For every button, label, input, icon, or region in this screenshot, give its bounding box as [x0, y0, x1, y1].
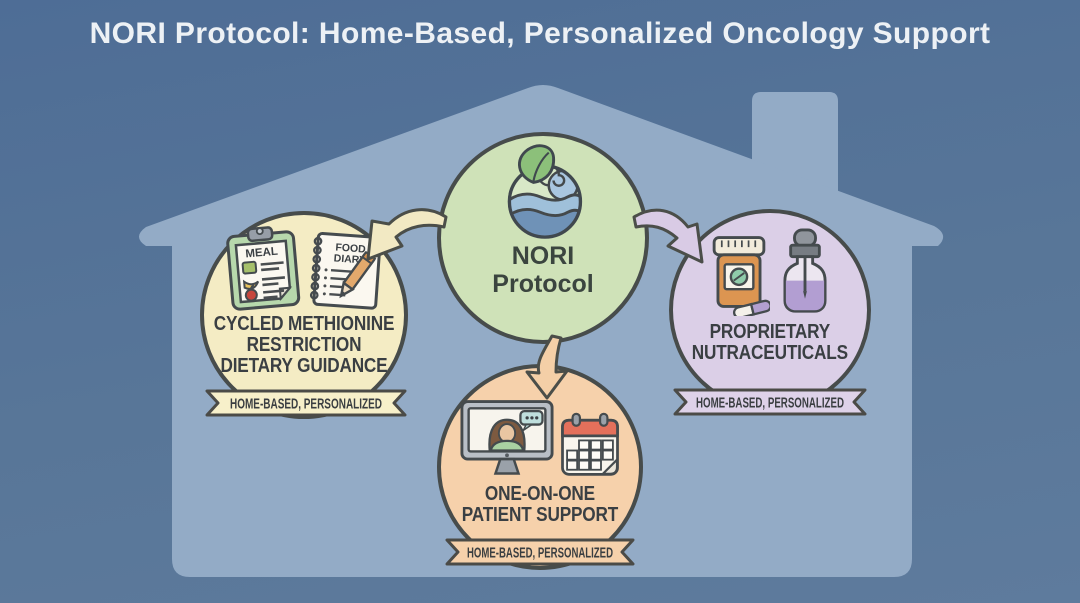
calendar-icon [561, 412, 619, 476]
nutraceuticals-label-line2: NUTRACEUTICALS [691, 342, 849, 364]
node-circle-diet: MEAL FOOD [200, 211, 408, 419]
food-diary-icon: FOOD DIARY [309, 232, 382, 310]
hub-title-line1: NORI [511, 242, 575, 270]
support-badge-text: HOME-BASED, PERSONALIZED [467, 545, 613, 562]
diet-badge-ribbon: HOME-BASED, PERSONALIZED [205, 389, 407, 417]
hub-circle-nori-protocol: NORI Protocol [437, 132, 649, 344]
support-label-line1: ONE-ON-ONE [484, 483, 596, 505]
nutraceutical-icons [708, 228, 832, 316]
node-circle-nutraceuticals: PROPRIETARY NUTRACEUTICALS [669, 209, 871, 411]
page-curl [600, 457, 619, 475]
wave-band-dark [509, 207, 581, 238]
diet-icons: MEAL FOOD [226, 226, 382, 311]
diary-label-1: FOOD [335, 242, 367, 256]
calendar-grid [566, 439, 614, 471]
video-call-icon [460, 400, 554, 475]
support-icons [460, 399, 620, 478]
support-badge-ribbon: HOME-BASED, PERSONALIZED [445, 538, 635, 566]
dropper-bottle-icon [783, 228, 827, 313]
monitor-stand [493, 457, 521, 475]
diet-label-line2: RESTRICTION [246, 334, 362, 356]
hub-title-line2: Protocol [492, 270, 594, 298]
leaf-wave-logo [507, 144, 583, 239]
diet-label-line3: DIETARY GUIDANCE [220, 355, 388, 377]
meal-label: MEAL [245, 246, 279, 261]
apple [244, 288, 258, 302]
banana [242, 279, 260, 290]
calendar-header [561, 418, 619, 438]
nutraceuticals-badge-text: HOME-BASED, PERSONALIZED [696, 395, 844, 412]
support-label: ONE-ON-ONE PATIENT SUPPORT [461, 483, 619, 526]
diet-badge-text: HOME-BASED, PERSONALIZED [230, 396, 382, 413]
nutraceuticals-badge-ribbon: HOME-BASED, PERSONALIZED [673, 388, 867, 416]
nutraceuticals-label-line1: PROPRIETARY [709, 321, 831, 343]
diet-label-line1: CYCLED METHIONINE [213, 313, 395, 335]
nutraceuticals-label: PROPRIETARY NUTRACEUTICALS [692, 322, 848, 364]
pill-bottle-icon [712, 236, 770, 316]
food-box [241, 260, 258, 275]
capsule [733, 299, 770, 316]
webcam-dot [505, 453, 509, 458]
page-title: NORI Protocol: Home-Based, Personalized … [89, 17, 991, 50]
diet-label: CYCLED METHIONINE RESTRICTION DIETARY GU… [214, 314, 395, 377]
meal-clipboard-icon: MEAL [226, 226, 301, 311]
patient-shoulders [489, 439, 525, 452]
support-label-line2: PATIENT SUPPORT [461, 504, 619, 526]
dropper-bulb [793, 228, 817, 248]
pencil [339, 250, 377, 299]
patient-face [497, 423, 517, 444]
